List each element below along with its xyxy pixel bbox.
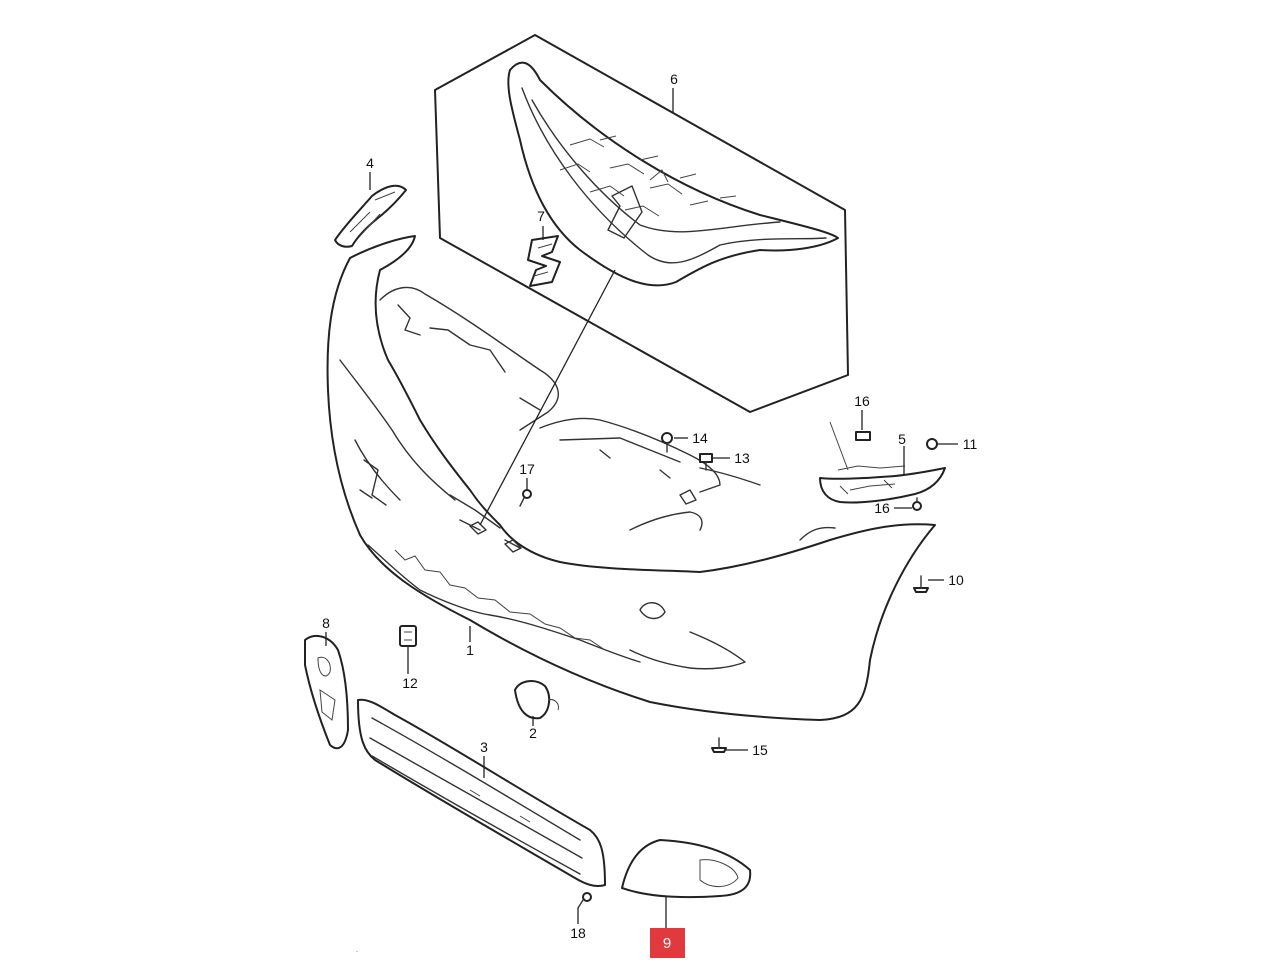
fastener-14 xyxy=(661,432,673,453)
leader-lines xyxy=(325,88,958,928)
part-4-bracket xyxy=(334,184,407,248)
callout-3: 3 xyxy=(480,739,488,755)
callout-18: 18 xyxy=(570,925,586,941)
part-6-upper-grille xyxy=(507,61,839,287)
part-1-bumper-cover xyxy=(326,235,936,721)
callout-labels: 6 7 4 16 5 11 14 13 17 16 10 8 1 12 2 15… xyxy=(322,71,977,958)
fastener-13 xyxy=(699,453,713,471)
callout-16-bottom: 16 xyxy=(874,500,890,516)
fastener-18 xyxy=(577,892,592,909)
callout-17: 17 xyxy=(519,461,535,477)
callout-12: 12 xyxy=(402,675,418,691)
callout-9-highlight xyxy=(650,928,685,958)
corner-mark: - xyxy=(356,949,358,955)
fastener-16-bottom xyxy=(912,497,922,511)
callout-6: 6 xyxy=(670,71,678,87)
callout-9: 9 xyxy=(663,935,671,952)
callout-14: 14 xyxy=(692,430,708,446)
fastener-17 xyxy=(519,489,532,507)
callout-13: 13 xyxy=(734,450,750,466)
callout-5: 5 xyxy=(898,431,906,447)
part-12-clip xyxy=(399,625,417,647)
part-2-tow-hook-cover xyxy=(514,680,559,720)
part-7-emblem xyxy=(527,235,561,287)
callout-2: 2 xyxy=(529,725,537,741)
part-8-side-piece xyxy=(304,634,349,750)
callout-4: 4 xyxy=(366,155,374,171)
callout-1: 1 xyxy=(466,642,474,658)
part-3-lower-grille xyxy=(357,698,606,888)
fastener-15 xyxy=(711,737,727,753)
callout-10: 10 xyxy=(948,572,964,588)
callout-7: 7 xyxy=(537,208,545,224)
fastener-11 xyxy=(926,438,938,450)
fastener-16-top xyxy=(855,431,871,441)
callout-8: 8 xyxy=(322,615,330,631)
callout-16-top: 16 xyxy=(854,393,870,409)
callout-11: 11 xyxy=(963,436,978,452)
fastener-10 xyxy=(913,575,929,593)
callout-15: 15 xyxy=(752,742,768,758)
part-9-fog-lamp-cover xyxy=(621,839,752,899)
part-5-bracket xyxy=(819,421,946,504)
